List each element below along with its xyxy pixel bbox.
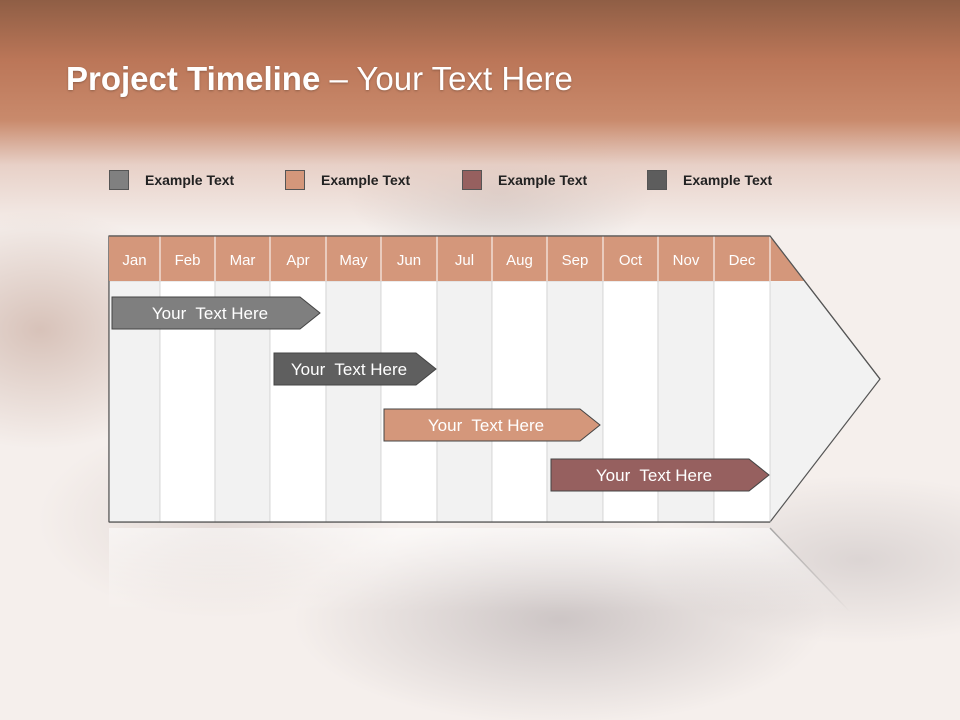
month-label-nov: Nov [673, 252, 700, 269]
month-column-aug [491, 280, 548, 523]
month-label-mar: Mar [230, 252, 256, 269]
reflection-edge-right [769, 527, 851, 613]
task-bar-4: Your Text Here [550, 458, 770, 492]
legend-label-4: Example Text [683, 172, 773, 188]
legend-label-2: Example Text [321, 172, 411, 188]
task-bar-shape [273, 352, 437, 386]
month-label-jun: Jun [397, 252, 421, 269]
title-bold: Project Timeline [66, 60, 321, 97]
legend-label-3: Example Text [498, 172, 588, 188]
title-subtitle: – Your Text Here [320, 60, 573, 97]
task-bar-shape [383, 408, 601, 442]
task-bar-3: Your Text Here [383, 408, 601, 442]
legend-swatch-2 [285, 170, 305, 190]
arrow-top-outline [109, 235, 881, 380]
task-bar-2: Your Text Here [273, 352, 437, 386]
month-header: Jan Feb Mar Apr May Jun Jul Aug Sep Oct Nov Dec [109, 235, 881, 380]
task-bar-label: Your Text Here [152, 304, 268, 323]
legend-label-1: Example Text [145, 172, 235, 188]
month-column-jun [380, 280, 438, 523]
legend-swatch-1 [109, 170, 129, 190]
reflection-shape [109, 528, 850, 612]
task-bar-1: Your Text Here [111, 296, 321, 330]
month-label-may: May [339, 252, 368, 269]
month-column-jul [436, 280, 493, 523]
page-title: Project Timeline – Your Text Here [66, 60, 573, 98]
month-column-may [325, 280, 382, 523]
task-bar-shape [550, 458, 770, 492]
legend-swatch-4 [647, 170, 667, 190]
month-label-feb: Feb [175, 252, 201, 269]
legend-swatch-3 [462, 170, 482, 190]
month-label-apr: Apr [286, 252, 309, 269]
task-bar-label: Your Text Here [428, 416, 544, 435]
month-header-band [109, 236, 805, 281]
month-label-jul: Jul [455, 252, 474, 269]
task-bar-label: Your Text Here [596, 466, 712, 485]
task-bar-label: Your Text Here [291, 360, 407, 379]
month-label-aug: Aug [506, 252, 533, 269]
month-label-sep: Sep [562, 252, 589, 269]
month-label-jan: Jan [122, 252, 146, 269]
task-bar-shape [111, 296, 321, 330]
month-label-oct: Oct [619, 252, 643, 269]
month-label-dec: Dec [729, 252, 756, 269]
timeline-reflection [108, 527, 851, 622]
